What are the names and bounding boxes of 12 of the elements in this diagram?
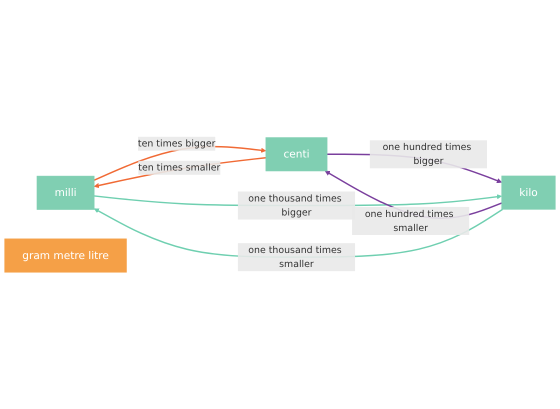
node-box: kilo	[501, 176, 556, 210]
node-box: gram metre litre	[4, 238, 127, 273]
arrow	[94, 157, 266, 188]
edge-label: one thousand times smaller	[248, 244, 342, 270]
edge-label: ten times smaller	[138, 162, 220, 174]
node-box: milli	[36, 176, 94, 210]
edge-label: one hundred times smaller	[364, 208, 454, 234]
edge-label: ten times bigger	[138, 138, 216, 150]
arrow	[94, 146, 266, 181]
node-box: centi	[266, 137, 328, 172]
edge-label: one hundred times bigger	[382, 141, 472, 167]
edge-label: one thousand times bigger	[248, 192, 342, 218]
